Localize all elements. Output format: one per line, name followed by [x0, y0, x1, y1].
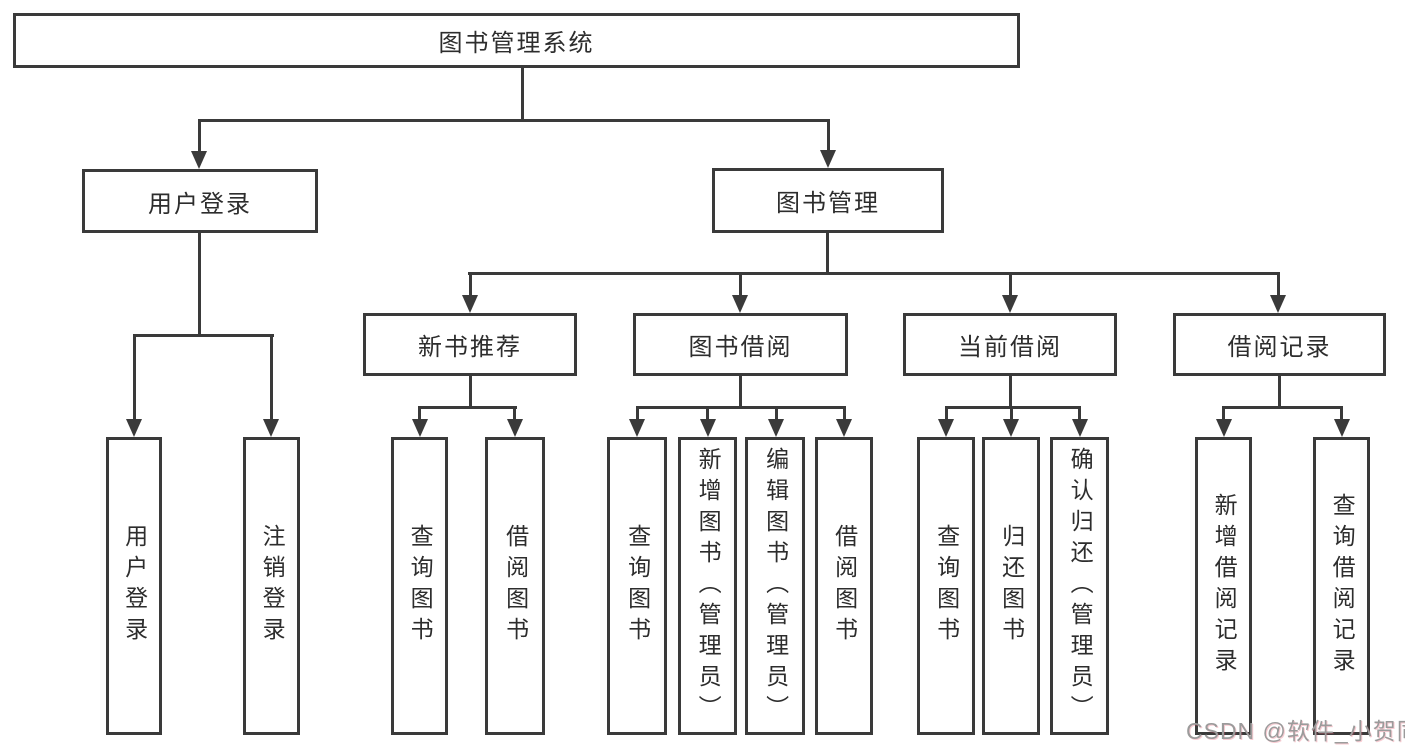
node-current-borrow: 当前借阅: [903, 313, 1117, 376]
arrowhead-icon: [938, 419, 954, 437]
connector-line: [843, 406, 846, 421]
connector-line: [739, 272, 742, 295]
connector-line: [469, 272, 472, 295]
arrowhead-icon: [768, 419, 784, 437]
leaf-confirm-return-admin: 确认归还（管理员）: [1050, 437, 1109, 735]
connector-line: [1009, 272, 1012, 295]
connector-line: [1277, 272, 1280, 295]
node-root: 图书管理系统: [13, 13, 1020, 68]
arrowhead-icon: [191, 151, 207, 169]
leaf-label: 用户登录: [121, 524, 148, 648]
leaf-add-borrow-record: 新增借阅记录: [1195, 437, 1252, 735]
connector-line: [1278, 376, 1281, 409]
leaf-label: 编辑图书（管理员）: [762, 446, 789, 726]
arrowhead-icon: [629, 419, 645, 437]
node-user-login: 用户登录: [82, 169, 318, 233]
connector-line: [775, 406, 778, 421]
connector-line: [418, 406, 517, 409]
connector-line: [826, 233, 829, 275]
leaf-query-books-current: 查询图书: [917, 437, 975, 735]
connector-line: [521, 68, 524, 119]
leaf-query-books-borrow: 查询图书: [607, 437, 667, 735]
arrowhead-icon: [732, 295, 748, 313]
arrowhead-icon: [1072, 419, 1088, 437]
leaf-label: 新增借阅记录: [1211, 493, 1238, 679]
connector-line: [827, 119, 830, 152]
node-borrow-records: 借阅记录: [1173, 313, 1386, 376]
connector-line: [1340, 406, 1343, 421]
leaf-label: 借阅图书: [502, 524, 529, 648]
leaf-edit-book-admin: 编辑图书（管理员）: [745, 437, 805, 735]
leaf-return-book: 归还图书: [982, 437, 1040, 735]
connector-line: [468, 272, 1280, 275]
leaf-add-book-admin: 新增图书（管理员）: [678, 437, 737, 735]
connector-line: [418, 406, 421, 421]
connector-line: [513, 406, 516, 421]
connector-line: [133, 334, 136, 419]
connector-line: [636, 406, 639, 421]
leaf-label: 注销登录: [259, 524, 286, 648]
leaf-borrow-books-borrow: 借阅图书: [815, 437, 873, 735]
connector-line: [739, 376, 742, 409]
leaf-logout: 注销登录: [243, 437, 300, 735]
connector-line: [1222, 406, 1343, 409]
arrowhead-icon: [836, 419, 852, 437]
leaf-query-borrow-record: 查询借阅记录: [1313, 437, 1370, 735]
arrowhead-icon: [263, 419, 279, 437]
connector-line: [1009, 376, 1012, 409]
arrowhead-icon: [126, 419, 142, 437]
connector-line: [636, 406, 846, 409]
connector-line: [945, 406, 1081, 409]
leaf-label: 借阅图书: [831, 524, 858, 648]
arrowhead-icon: [412, 419, 428, 437]
connector-line: [270, 334, 273, 419]
arrowhead-icon: [462, 295, 478, 313]
leaf-user-login: 用户登录: [106, 437, 162, 735]
connector-line: [1010, 406, 1013, 421]
leaf-label: 查询图书: [933, 524, 960, 648]
node-book-management: 图书管理: [712, 168, 944, 233]
csdn-watermark: CSDN @软件_小贺同学: [1186, 718, 1405, 744]
connector-line: [945, 406, 948, 421]
arrowhead-icon: [820, 150, 836, 168]
leaf-label: 查询借阅记录: [1329, 493, 1356, 679]
leaf-label: 查询图书: [407, 524, 434, 648]
leaf-label: 确认归还（管理员）: [1067, 446, 1094, 726]
leaf-label: 新增图书（管理员）: [695, 446, 722, 726]
leaf-label: 查询图书: [624, 524, 651, 648]
connector-line: [1078, 406, 1081, 421]
connector-line: [1222, 406, 1225, 421]
arrowhead-icon: [700, 419, 716, 437]
leaf-query-books-recommend: 查询图书: [391, 437, 448, 735]
leaf-label: 归还图书: [998, 524, 1025, 648]
arrowhead-icon: [1002, 295, 1018, 313]
arrowhead-icon: [1270, 295, 1286, 313]
connector-line: [469, 376, 472, 409]
connector-line: [198, 233, 201, 336]
arrowhead-icon: [1003, 419, 1019, 437]
connector-line: [198, 119, 201, 153]
node-book-borrow: 图书借阅: [633, 313, 848, 376]
arrowhead-icon: [1334, 419, 1350, 437]
connector-line: [706, 406, 709, 421]
connector-line: [133, 334, 274, 337]
leaf-borrow-books-recommend: 借阅图书: [485, 437, 545, 735]
connector-line: [198, 119, 830, 122]
arrowhead-icon: [507, 419, 523, 437]
node-new-book-recommend: 新书推荐: [363, 313, 577, 376]
arrowhead-icon: [1216, 419, 1232, 437]
